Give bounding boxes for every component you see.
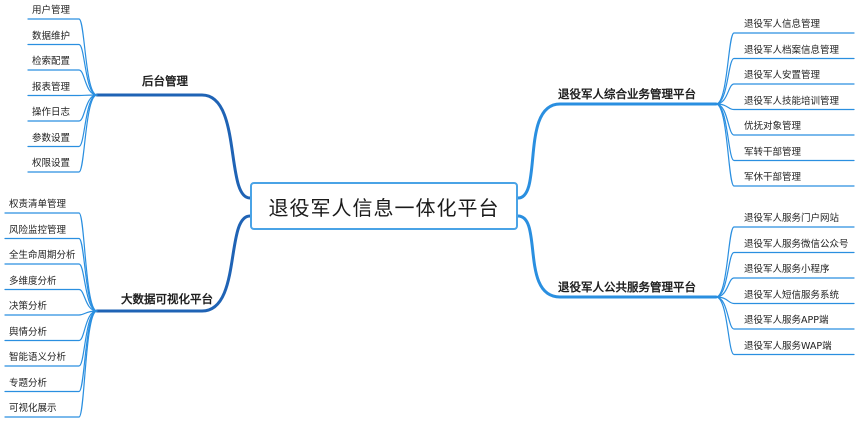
leaf-backend-item[interactable]: 参数设置 (32, 132, 71, 144)
leaf-bigdata-item[interactable]: 专题分析 (9, 377, 48, 389)
leaf-business-item[interactable]: 退役军人技能培训管理 (744, 95, 840, 107)
leaf-bigdata-item[interactable]: 风险监控管理 (9, 224, 67, 236)
leaf-business-1-connector (715, 57, 855, 105)
leaf-bigdata-4-connector (4, 310, 98, 316)
leaf-public-item[interactable]: 退役军人服务APP端 (744, 315, 829, 326)
leaf-bigdata-item[interactable]: 可视化展示 (9, 403, 57, 414)
leaf-bigdata-item[interactable]: 决策分析 (9, 301, 48, 312)
leaf-public-item[interactable]: 退役军人短信服务系统 (744, 289, 840, 301)
leaf-business-6-connector (715, 103, 855, 187)
branch-public-label[interactable]: 退役军人公共服务管理平台 (558, 280, 696, 294)
leaf-bigdata-item[interactable]: 全生命周期分析 (9, 250, 76, 261)
leaf-business-item[interactable]: 优抚对象管理 (744, 121, 802, 132)
branch-public-connector (516, 214, 718, 299)
leaf-backend-6-connector (27, 94, 98, 173)
leaf-bigdata-2-connector (4, 263, 98, 312)
leaf-backend-item[interactable]: 用户管理 (32, 5, 71, 16)
leaf-backend-item[interactable]: 报表管理 (32, 81, 71, 93)
leaf-bigdata-item[interactable]: 舆情分析 (9, 326, 48, 338)
leaf-backend-item[interactable]: 操作日志 (32, 107, 71, 118)
branch-bigdata-label[interactable]: 大数据可视化平台 (121, 292, 213, 306)
leaf-backend-item[interactable]: 数据维护 (32, 30, 71, 42)
leaf-public-item[interactable]: 退役军人服务微信公众号 (744, 238, 849, 250)
leaf-public-item[interactable]: 退役军人服务门户网站 (744, 213, 840, 224)
leaf-bigdata-0-connector (4, 212, 98, 312)
leaf-business-3-connector (715, 103, 855, 111)
leaf-backend-item[interactable]: 权限设置 (32, 158, 71, 169)
leaf-business-item[interactable]: 军休干部管理 (744, 172, 802, 183)
leaf-bigdata-item[interactable]: 智能语义分析 (9, 352, 67, 363)
leaf-public-item[interactable]: 退役军人服务小程序 (744, 264, 830, 275)
central-topic[interactable]: 退役军人信息一体化平台 (250, 182, 518, 230)
leaf-backend-item[interactable]: 检索配置 (32, 56, 71, 67)
leaf-public-2-connector (715, 277, 855, 298)
leaf-business-2-connector (715, 83, 855, 105)
leaf-public-0-connector (715, 226, 855, 298)
leaf-business-item[interactable]: 军转干部管理 (744, 146, 802, 158)
leaf-bigdata-8-connector (4, 310, 98, 418)
central-topic-label: 退役军人信息一体化平台 (268, 195, 500, 220)
leaf-public-1-connector (715, 251, 855, 298)
branch-bigdata-connector (95, 214, 252, 313)
leaf-bigdata-3-connector (4, 288, 98, 312)
branch-backend-label[interactable]: 后台管理 (142, 74, 188, 88)
leaf-bigdata-item[interactable]: 多维度分析 (9, 275, 57, 287)
leaf-public-3-connector (715, 296, 855, 305)
leaf-business-item[interactable]: 退役军人档案信息管理 (744, 44, 840, 56)
leaf-bigdata-item[interactable]: 权责清单管理 (9, 199, 67, 210)
leaf-backend-0-connector (27, 18, 98, 96)
branch-backend-connector (95, 93, 252, 200)
leaf-business-item[interactable]: 退役军人安置管理 (744, 70, 821, 81)
branch-business-connector (516, 102, 718, 200)
leaf-bigdata-1-connector (4, 237, 98, 312)
leaf-business-0-connector (715, 32, 855, 105)
leaf-business-item[interactable]: 退役军人信息管理 (744, 19, 821, 30)
leaf-backend-1-connector (27, 43, 98, 96)
leaf-public-5-connector (715, 296, 855, 356)
leaf-backend-3-connector (27, 94, 98, 97)
leaf-backend-2-connector (27, 69, 98, 96)
leaf-public-item[interactable]: 退役军人服务WAP端 (744, 340, 832, 352)
branch-business-label[interactable]: 退役军人综合业务管理平台 (558, 87, 696, 101)
